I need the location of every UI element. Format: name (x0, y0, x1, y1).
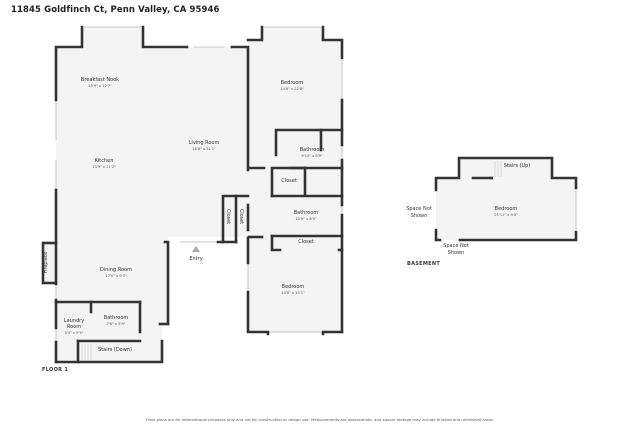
room-bathroom-1: Bathroom 9'10" x 8'8" (299, 147, 325, 158)
room-name: Kitchen (94, 158, 114, 164)
room-closet-1: Closet (281, 178, 297, 185)
room-name: Stairs (Up) (503, 163, 531, 169)
room-name: Closet (298, 239, 314, 245)
room-dimensions: 14'6" x 22'8" (280, 86, 304, 91)
room-dimensions: 17'0" x 9'3" (105, 273, 127, 278)
room-closet-2: Closet (298, 239, 314, 246)
room-name: Living Room (188, 140, 220, 146)
room-name: Bathroom (293, 210, 319, 216)
room-dimensions: 14'6" x 15'1" (281, 290, 305, 295)
room-name: Bedroom (281, 284, 305, 290)
property-address-title: 11845 Goldfinch Ct, Penn Valley, CA 9594… (11, 5, 220, 15)
room-dimensions: 5'4" x 9'5" (64, 330, 84, 335)
stairs-down: Stairs (Down) (98, 347, 132, 354)
room-name: Dining Room (100, 267, 132, 273)
basement-stairs-up: Stairs (Up) (503, 163, 531, 170)
room-bedroom-1: Bedroom 14'6" x 22'8" (280, 80, 304, 91)
room-dimensions: 9'10" x 8'8" (301, 153, 323, 158)
room-name: Breakfast Nook (80, 77, 120, 83)
room-dimensions: 16'8" x 31'1" (192, 146, 216, 151)
room-name: Bathroom (299, 147, 325, 153)
space-not-shown-bottom: Space Not Shown (443, 243, 469, 256)
room-name: Bathroom (103, 315, 129, 321)
room-living-room: Living Room 16'8" x 31'1" (188, 140, 220, 151)
room-dimensions: 7'6" x 5'9" (106, 321, 126, 326)
space-not-shown-left: Space Not Shown (406, 206, 432, 219)
room-bedroom-2: Bedroom 14'6" x 15'1" (281, 284, 305, 295)
fireplace-label: Fireplace (44, 251, 50, 274)
room-bathroom-2: Bathroom 10'9" x 8'0" (293, 210, 319, 221)
disclaimer-text: Floor plans are for informational purpos… (145, 417, 495, 422)
room-laundry-room: Laundry Room 5'4" x 9'5" (57, 318, 91, 335)
floor-1-label: FLOOR 1 (42, 367, 69, 373)
room-dimensions: 13'9" x 21'2" (92, 164, 116, 169)
basement-label: BASEMENT (407, 261, 441, 267)
basement-bedroom: Bedroom 21'11" x 9'3" (494, 206, 518, 217)
room-bathroom-3: Bathroom 7'6" x 5'9" (103, 315, 129, 326)
room-name: Stairs (Down) (98, 347, 132, 353)
room-name: Bedroom (494, 206, 518, 212)
room-name: Bedroom (280, 80, 304, 86)
room-dimensions: 10'9" x 8'0" (295, 216, 317, 221)
room-dining-room: Dining Room 17'0" x 9'3" (100, 267, 132, 278)
room-name: Closet (281, 178, 297, 184)
room-name: Laundry Room (63, 318, 85, 330)
room-breakfast-nook: Breakfast Nook 13'9" x 12'7" (80, 77, 120, 88)
closet-vertical-2: Closet (237, 209, 243, 224)
entry-label: Entry (189, 256, 203, 262)
room-kitchen: Kitchen 13'9" x 21'2" (92, 158, 116, 169)
room-dimensions: 21'11" x 9'3" (494, 212, 518, 217)
closet-vertical-1: Closet (224, 209, 230, 224)
room-dimensions: 13'9" x 12'7" (88, 83, 112, 88)
